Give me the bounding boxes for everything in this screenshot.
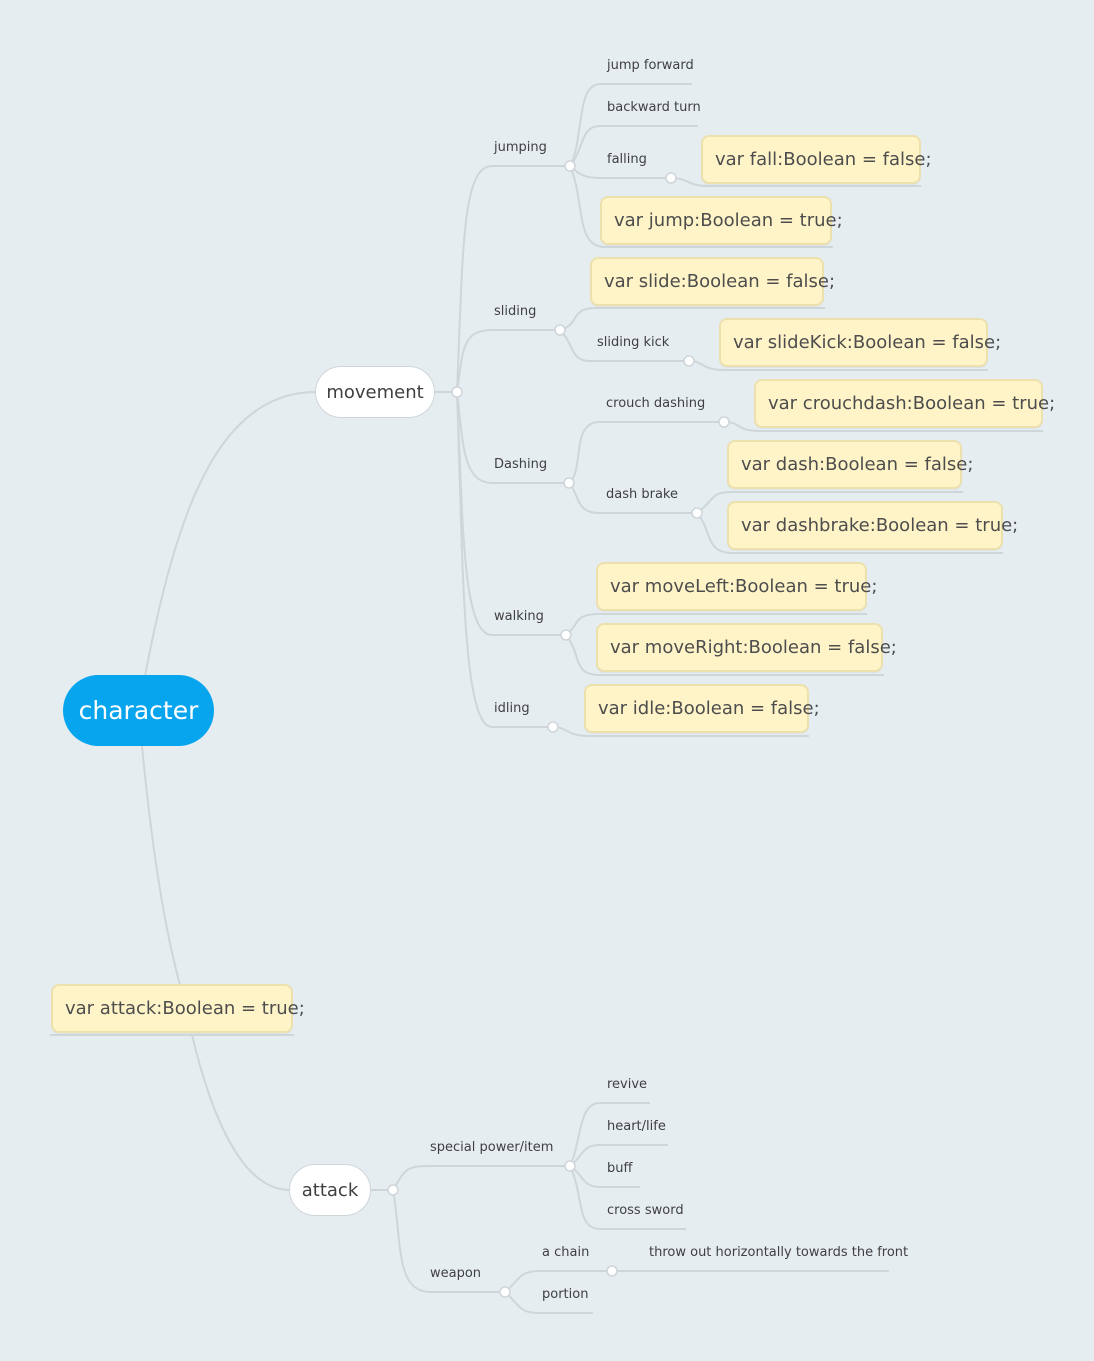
node-throw-out[interactable]: throw out horizontally towards the front [649,1245,909,1260]
node-walking[interactable]: walking [494,609,544,624]
node-crouch-dashing[interactable]: crouch dashing [606,396,706,411]
node-movement[interactable]: movement [315,366,435,418]
code-moveright[interactable]: var moveRight:Boolean = false; [596,623,897,672]
code-dash[interactable]: var dash:Boolean = false; [727,440,973,489]
node-falling[interactable]: falling [607,152,647,167]
node-cross-sword[interactable]: cross sword [607,1203,684,1218]
code-slide[interactable]: var slide:Boolean = false; [590,257,835,306]
code-idle[interactable]: var idle:Boolean = false; [584,684,820,733]
code-jump[interactable]: var jump:Boolean = true; [600,196,843,245]
code-fall[interactable]: var fall:Boolean = false; [701,135,932,184]
node-buff[interactable]: buff [607,1161,633,1176]
node-dash-brake[interactable]: dash brake [606,487,678,502]
node-heart-life[interactable]: heart/life [607,1119,666,1134]
node-sliding[interactable]: sliding [494,304,537,319]
node-jump-forward[interactable]: jump forward [607,58,694,73]
code-attack[interactable]: var attack:Boolean = true; [51,984,305,1033]
node-jumping[interactable]: jumping [494,140,547,155]
node-special-power-item[interactable]: special power/item [430,1140,554,1155]
node-backward-turn[interactable]: backward turn [607,100,701,115]
code-crouchdash[interactable]: var crouchdash:Boolean = true; [754,379,1055,428]
node-revive[interactable]: revive [607,1077,648,1092]
root-node-character[interactable]: character [63,675,214,746]
code-slidekick[interactable]: var slideKick:Boolean = false; [719,318,1001,367]
node-sliding-kick[interactable]: sliding kick [597,335,670,350]
node-idling[interactable]: idling [494,701,530,716]
node-portion[interactable]: portion [542,1287,589,1302]
node-weapon[interactable]: weapon [430,1266,482,1281]
code-dashbrake[interactable]: var dashbrake:Boolean = true; [727,501,1018,550]
node-attack[interactable]: attack [289,1164,371,1216]
code-moveleft[interactable]: var moveLeft:Boolean = true; [596,562,877,611]
node-dashing[interactable]: Dashing [494,457,548,472]
node-a-chain[interactable]: a chain [542,1245,590,1260]
